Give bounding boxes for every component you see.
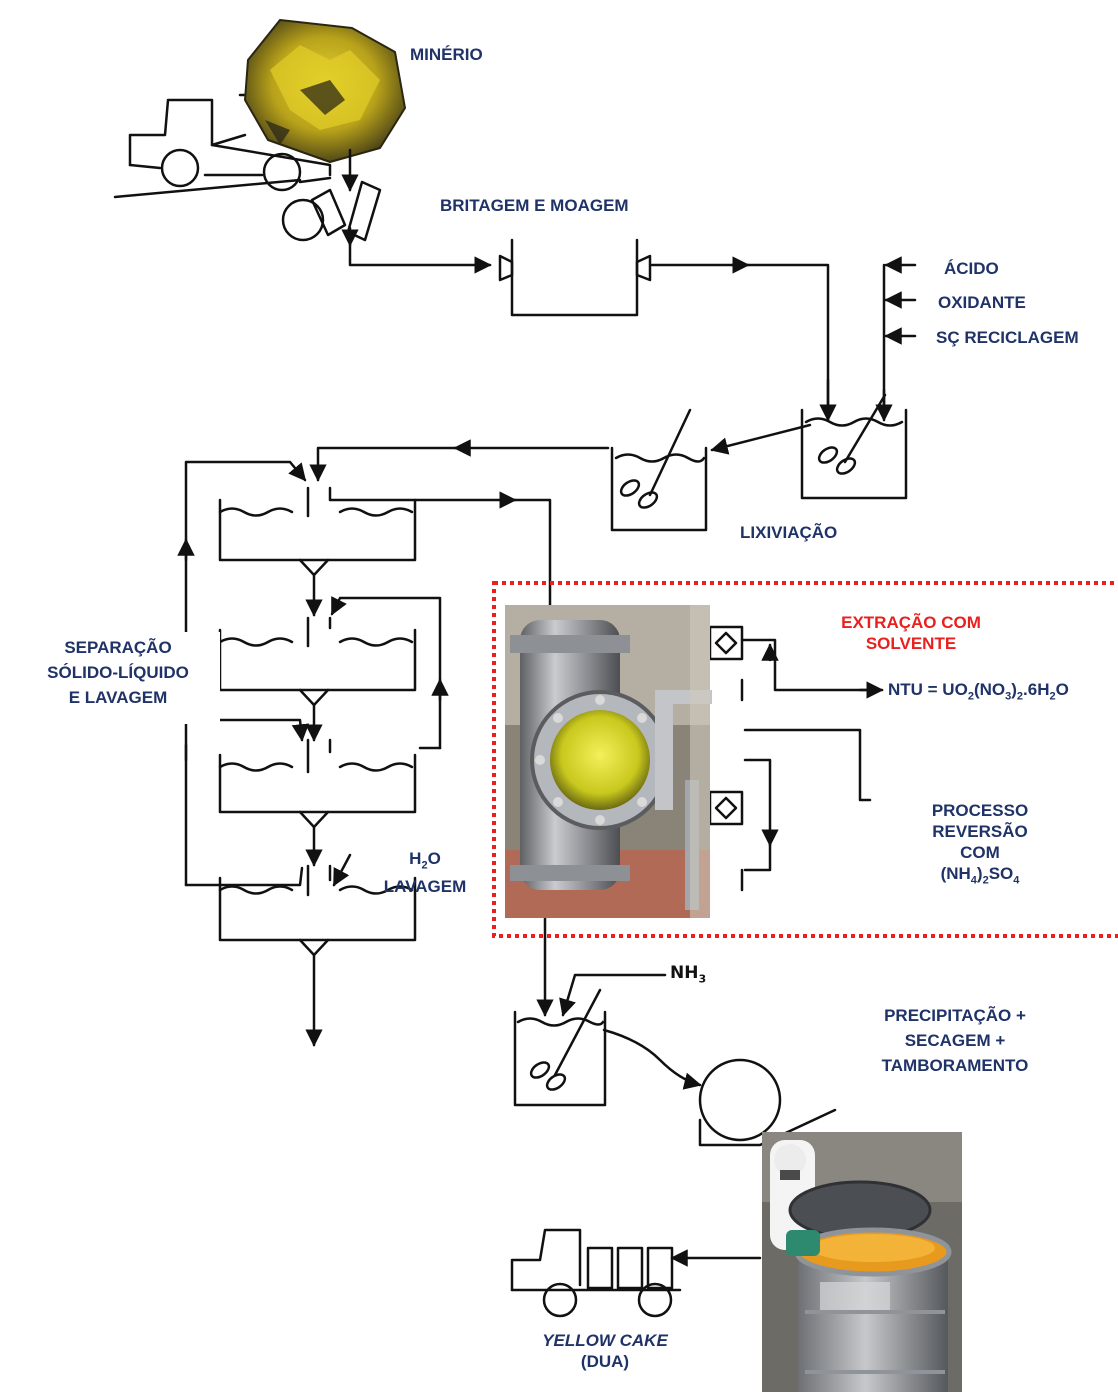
leach-tank-2	[802, 395, 906, 498]
label-precip-line1: PRECIPITAÇÃO +	[855, 1005, 1055, 1026]
label-precip-line3: TAMBORAMENTO	[855, 1055, 1055, 1076]
label-acido: ÁCIDO	[944, 258, 999, 279]
label-h2o: H2O	[370, 848, 480, 876]
label-processo: PROCESSO REVERSÃO COM (NH4)2SO4	[900, 800, 1060, 891]
thickener-3	[220, 740, 415, 865]
label-oxidante: OXIDANTE	[938, 292, 1026, 313]
label-separacao-line2: SÓLIDO-LÍQUIDO	[28, 662, 208, 683]
label-extracao-line2: SOLVENTE	[826, 633, 996, 654]
label-processo-line2: REVERSÃO	[900, 821, 1060, 842]
label-processo-line3: COM	[900, 842, 1060, 863]
reagent-feed-line	[884, 265, 915, 420]
label-h2o-lavagem: H2O LAVAGEM	[370, 848, 480, 897]
precipitation-tank	[515, 990, 700, 1105]
label-separacao-line1: SEPARAÇÃO	[28, 637, 208, 658]
thickener-1	[220, 488, 415, 615]
label-processo-line1: PROCESSO	[900, 800, 1060, 821]
leach-tank-1	[612, 410, 810, 530]
label-ntu-formula: NTU = UO2(NO3)2.6H2O	[888, 680, 1069, 702]
label-extracao: EXTRAÇÃO COM SOLVENTE	[826, 612, 996, 654]
label-britagem: BRITAGEM E MOAGEM	[440, 195, 629, 216]
thickener-2	[220, 618, 415, 740]
label-dua: (DUA)	[505, 1351, 705, 1372]
ore-rock-icon	[245, 20, 405, 162]
label-precipitacao: PRECIPITAÇÃO + SECAGEM + TAMBORAMENTO	[855, 1005, 1055, 1076]
yellow-cake-drum-photo	[762, 1132, 962, 1392]
label-reciclagem: SÇ RECICLAGEM	[936, 327, 1079, 348]
label-yellow-cake-line1: YELLOW CAKE	[505, 1330, 705, 1351]
label-yellow-cake: YELLOW CAKE (DUA)	[505, 1330, 705, 1372]
label-separacao-line3: E LAVAGEM	[28, 687, 208, 708]
label-processo-line4: (NH4)2SO4	[900, 863, 1060, 891]
mill-tank-icon	[500, 240, 828, 420]
label-ntu-prefix: NTU = UO	[888, 680, 968, 699]
label-lixiviacao: LIXIVIAÇÃO	[740, 522, 837, 543]
label-nh3: NH3	[670, 963, 706, 985]
label-minerio: MINÉRIO	[410, 44, 483, 65]
label-extracao-line1: EXTRAÇÃO COM	[826, 612, 996, 633]
solvent-extraction-column-photo	[505, 605, 712, 918]
label-precip-line2: SECAGEM +	[855, 1030, 1055, 1051]
product-truck-icon	[512, 1230, 760, 1316]
label-separacao: SEPARAÇÃO SÓLIDO-LÍQUIDO E LAVAGEM	[28, 637, 208, 708]
label-lavagem: LAVAGEM	[370, 876, 480, 897]
